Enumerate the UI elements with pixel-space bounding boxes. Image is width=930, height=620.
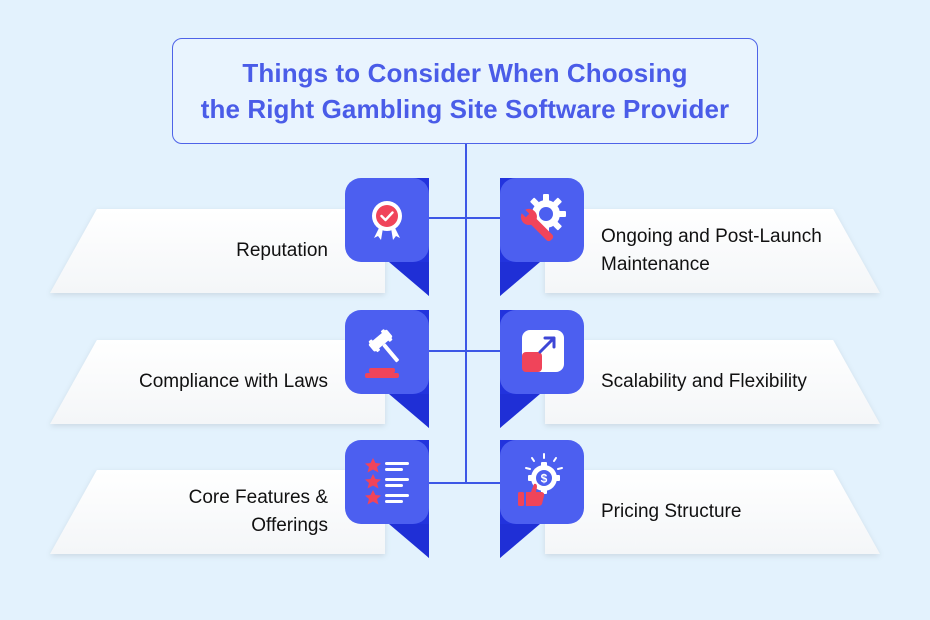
- card-left-2: [50, 340, 385, 424]
- card-right-1: [545, 209, 880, 293]
- badge-left-1: [345, 178, 429, 296]
- connector-trunk: [465, 144, 467, 484]
- gavel-icon: [365, 329, 399, 378]
- card-right-1-label: Ongoing and Post-Launch Maintenance: [601, 226, 822, 275]
- badge-right-2: [500, 310, 584, 428]
- scale-up-icon: [522, 330, 564, 372]
- svg-text:$: $: [541, 472, 548, 486]
- wrench-gear-icon: [520, 194, 566, 242]
- card-left-1-label: Reputation: [236, 240, 328, 261]
- card-left-2-label: Compliance with Laws: [138, 371, 328, 392]
- badge-left-3: [345, 440, 429, 558]
- dollar-thumbs-up-icon: $: [518, 453, 563, 506]
- card-right-3: [545, 470, 880, 554]
- title-line-1: Things to Consider When Choosing: [242, 58, 688, 88]
- star-list-icon: [365, 458, 409, 505]
- connector-branch-1: [428, 217, 502, 219]
- card-right-2-label: Scalability and Flexibility: [601, 371, 807, 392]
- card-left-3: [50, 470, 385, 554]
- title-box: Things to Consider When Choosing the Rig…: [172, 38, 758, 144]
- badge-right-3: $: [500, 440, 584, 558]
- connector-branch-3: [428, 482, 502, 484]
- card-right-2: [545, 340, 880, 424]
- card-left-3-label: Core Features & Offerings: [188, 487, 328, 536]
- award-ribbon-icon: [372, 201, 402, 240]
- badge-left-2: [345, 310, 429, 428]
- connector-branch-2: [428, 350, 502, 352]
- card-left-1: [50, 209, 385, 293]
- badge-right-1: [500, 178, 584, 296]
- title-line-2: the Right Gambling Site Software Provide…: [200, 94, 730, 124]
- card-right-3-label: Pricing Structure: [601, 501, 742, 522]
